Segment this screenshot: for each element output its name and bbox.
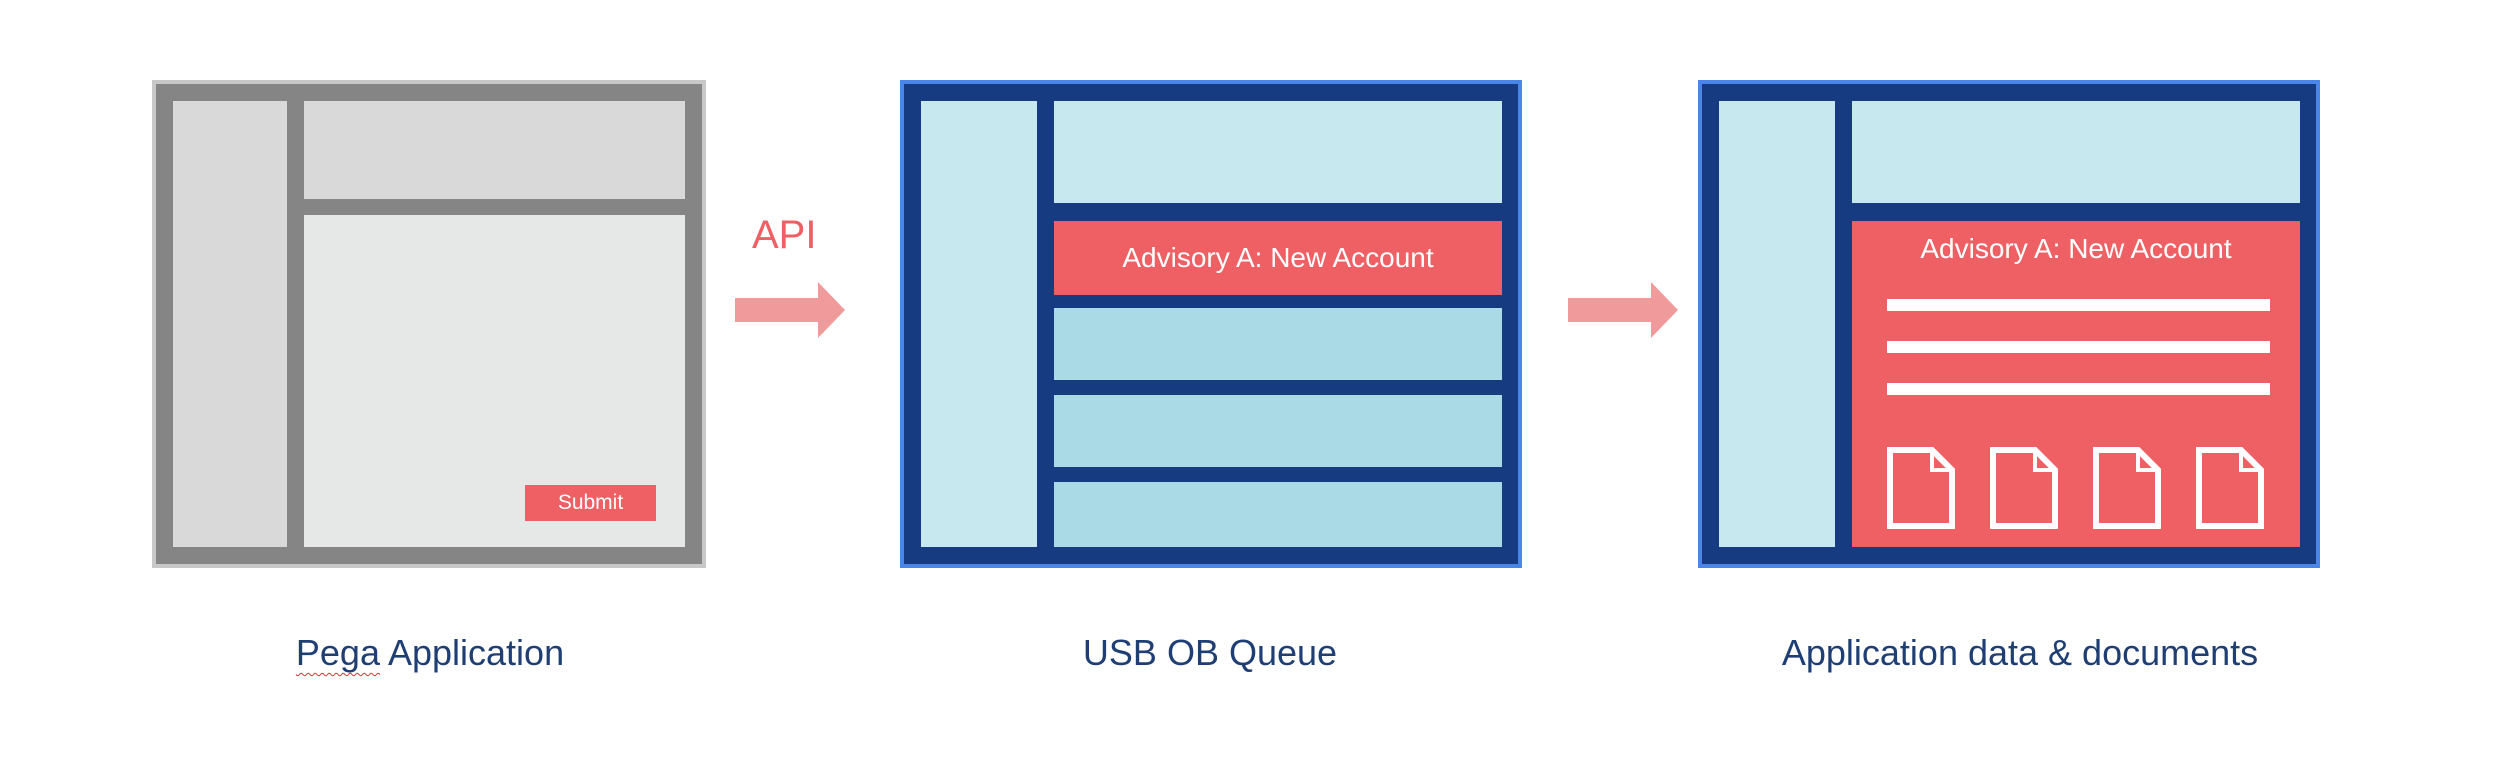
pega-sidebar — [173, 101, 287, 547]
advisory-detail-card: Advisory A: New Account — [1852, 221, 2300, 547]
caption-pega-application: Pega Application — [200, 628, 660, 678]
queue-sidebar — [921, 101, 1037, 547]
caption-text: Application — [379, 632, 565, 673]
submit-button[interactable]: Submit — [525, 485, 656, 521]
api-label: API — [752, 213, 817, 257]
data-line — [1887, 383, 2270, 395]
advisory-detail-title: Advisory A: New Account — [1920, 233, 2232, 264]
queue-item[interactable] — [1054, 308, 1502, 380]
data-line — [1887, 341, 2270, 353]
details-sidebar — [1719, 101, 1835, 547]
queue-window-frame: Advisory A: New Account — [904, 84, 1518, 564]
caption-application-data-documents: Application data & documents — [1781, 632, 2259, 673]
pega-window-frame: Submit — [156, 84, 702, 564]
pega-header-area — [304, 101, 685, 199]
queue-window: Advisory A: New Account — [900, 80, 1522, 568]
pega-content-area: Submit — [304, 215, 685, 547]
document-icon[interactable] — [2092, 446, 2162, 530]
pega-application-window: Submit — [152, 80, 706, 568]
details-window-frame: Advisory A: New Account — [1702, 84, 2316, 564]
application-details-window: Advisory A: New Account — [1698, 80, 2320, 568]
data-line — [1887, 299, 2270, 311]
queue-item-advisory[interactable]: Advisory A: New Account — [1054, 221, 1502, 295]
caption-usb-ob-queue: USB OB Queue — [1082, 632, 1338, 673]
queue-header-area — [1054, 101, 1502, 203]
document-icon[interactable] — [1886, 446, 1956, 530]
queue-item[interactable] — [1054, 482, 1502, 547]
document-icon[interactable] — [2195, 446, 2265, 530]
document-icon[interactable] — [1989, 446, 2059, 530]
arrow-right-icon — [735, 282, 845, 338]
details-header-area — [1852, 101, 2300, 203]
misspelled-word: Pega — [295, 632, 380, 673]
queue-item[interactable] — [1054, 395, 1502, 467]
arrow-right-icon — [1568, 282, 1678, 338]
